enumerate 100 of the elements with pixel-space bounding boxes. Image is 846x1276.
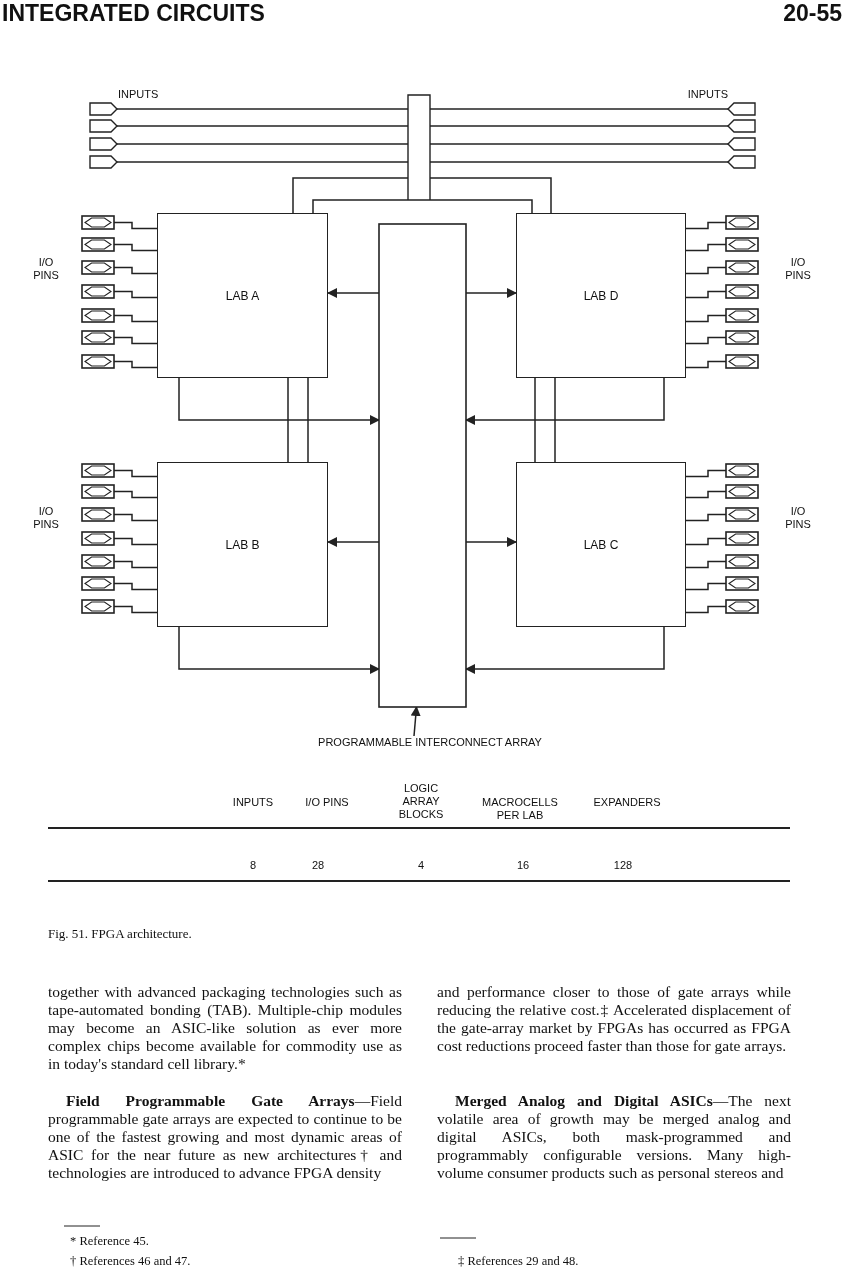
connector-line xyxy=(113,537,158,546)
io-pin-symbol xyxy=(82,532,114,545)
connector-line xyxy=(113,469,158,478)
pin-group-label: I/O PINS xyxy=(784,505,812,532)
connector-line xyxy=(685,314,727,323)
input-pin-symbol xyxy=(90,156,117,168)
io-pin-symbol xyxy=(82,555,114,568)
connector-line xyxy=(113,314,158,323)
input-pin-symbol xyxy=(728,103,755,115)
input-pin-symbol xyxy=(728,120,755,132)
io-pin-symbol xyxy=(726,577,758,590)
logic-block-box xyxy=(516,462,686,627)
connector-line xyxy=(116,108,409,110)
header-title: INTEGRATED CIRCUITS xyxy=(2,0,266,28)
footnote: ‡ References 29 and 48. xyxy=(458,1253,580,1270)
io-pin-symbol xyxy=(82,285,114,298)
logic-block-box xyxy=(157,213,328,378)
connector-line xyxy=(113,560,158,569)
pin-group-label: INPUTS xyxy=(118,88,160,102)
io-pin-symbol xyxy=(726,216,758,229)
io-pin-symbol xyxy=(82,485,114,498)
io-pin-symbol xyxy=(82,238,114,251)
io-pin-symbol xyxy=(82,577,114,590)
bus-arrow xyxy=(327,288,380,298)
table-value: 16 xyxy=(515,859,531,873)
footnote: † References 46 and 47. xyxy=(70,1253,192,1270)
io-pin-symbol xyxy=(82,216,114,229)
connector-line xyxy=(287,377,309,463)
io-pin-symbol xyxy=(726,532,758,545)
connector-line xyxy=(113,336,158,345)
connector-line xyxy=(116,143,409,145)
connector-line xyxy=(113,490,158,499)
column-heading: INPUTS xyxy=(231,796,275,810)
io-pin-symbol xyxy=(82,464,114,477)
io-pin-symbol xyxy=(82,355,114,368)
io-pin-symbol xyxy=(726,555,758,568)
io-pin-symbol xyxy=(726,309,758,322)
connector-line xyxy=(429,143,729,145)
connector-line xyxy=(685,221,727,230)
figure-caption: Fig. 51. FPGA architecture. xyxy=(48,925,192,943)
io-pin-symbol xyxy=(82,600,114,613)
block-label: LAB B xyxy=(225,537,260,552)
pin-group-label: INPUTS xyxy=(686,88,728,102)
connector-line xyxy=(113,290,158,299)
connector-line xyxy=(685,469,727,478)
block-label: LAB A xyxy=(225,288,260,303)
io-pin-symbol xyxy=(726,485,758,498)
io-pin-symbol xyxy=(726,238,758,251)
io-pin-symbol xyxy=(726,285,758,298)
io-pin-symbol xyxy=(726,355,758,368)
pin-group-label: I/O PINS xyxy=(32,505,60,532)
block-label: LAB D xyxy=(583,288,619,303)
connector-line xyxy=(113,221,158,230)
connector-line xyxy=(113,266,158,275)
page-number: 20-55 xyxy=(782,0,842,28)
bus-arrow xyxy=(327,537,380,547)
body-paragraph: together with advanced packaging technologies such as tape-automated bonding (TAB). Multiple-chip modules may become an ASIC-like solution as ever more complex chips become available for commodity use as in today's standard cell library.* xyxy=(48,983,402,1073)
body-paragraph: Field Programmable Gate Arrays—Field programmable gate arrays are expected to continue to be one of the fastest growing and most dynamic areas of ASIC for the near future as new architectures† and technologies are introduced to advance FPGA density xyxy=(48,1092,402,1182)
io-pin-symbol xyxy=(82,309,114,322)
bus-arrow xyxy=(178,377,380,425)
input-pin-symbol xyxy=(90,120,117,132)
connector-line xyxy=(534,377,556,463)
input-pin-symbol xyxy=(90,103,117,115)
input-bus-bar xyxy=(408,95,430,200)
connector-line xyxy=(113,360,158,369)
connector-line xyxy=(685,490,727,499)
connector-line xyxy=(685,360,727,369)
connector-line xyxy=(685,243,727,252)
column-heading: LOGIC ARRAY BLOCKS xyxy=(397,782,445,822)
io-pin-symbol xyxy=(726,600,758,613)
logic-block-box xyxy=(516,213,686,378)
body-paragraph: and performance closer to those of gate arrays while reducing the relative cost.‡ Accelerated displacement of the gate-array market by FPGAs has occurred as FPGA cost reductions proceed faster than those for gate arrays. xyxy=(437,983,791,1055)
connector-line xyxy=(113,513,158,522)
block-label: LAB C xyxy=(583,537,619,552)
column-heading: EXPANDERS xyxy=(592,796,662,810)
io-pin-symbol xyxy=(82,331,114,344)
connector-line xyxy=(429,125,729,127)
io-pin-symbol xyxy=(726,508,758,521)
io-pin-symbol xyxy=(726,261,758,274)
table-value: 4 xyxy=(416,859,426,873)
connector-line xyxy=(685,605,727,614)
table-value: 128 xyxy=(612,859,634,873)
footnote: * Reference 45. xyxy=(70,1233,150,1250)
connector-line xyxy=(113,243,158,252)
connector-line xyxy=(292,177,420,214)
connector-line xyxy=(685,513,727,522)
body-paragraph: Merged Analog and Digital ASICs—The next volatile area of growth may be merged analog and digital ASICs, both mask-programmed and programmably configurable versions. Many high-volume consumer products such as personal stereos and xyxy=(437,1092,791,1182)
connector-line xyxy=(113,605,158,614)
io-pin-symbol xyxy=(82,508,114,521)
connector-line xyxy=(429,161,729,163)
connector-line xyxy=(685,266,727,275)
logic-block-box xyxy=(157,462,328,627)
connector-line xyxy=(685,582,727,591)
input-pin-symbol xyxy=(728,138,755,150)
leader-line xyxy=(410,706,421,737)
table-value: 8 xyxy=(248,859,258,873)
connector-line xyxy=(685,560,727,569)
io-pin-symbol xyxy=(82,261,114,274)
pin-group-label: I/O PINS xyxy=(32,256,60,283)
connector-line xyxy=(685,336,727,345)
